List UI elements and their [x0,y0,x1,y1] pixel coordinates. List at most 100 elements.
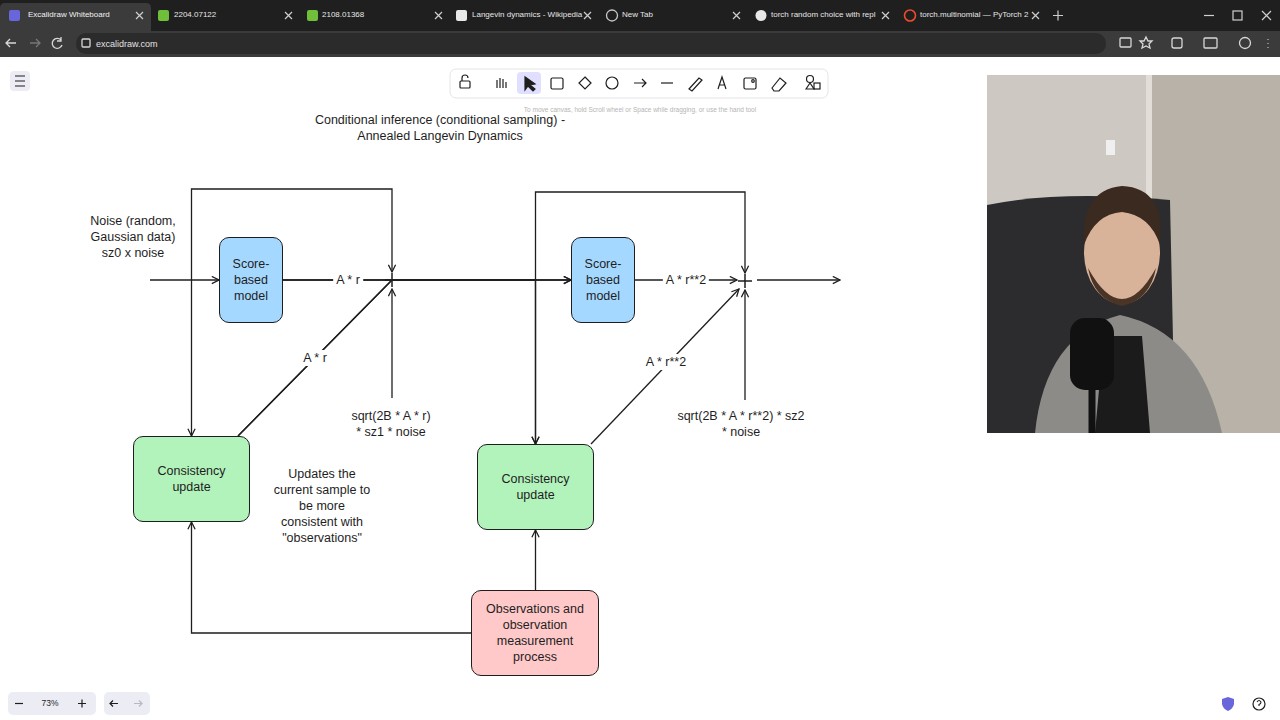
browser-chrome [1233,11,1242,20]
noise-term: sqrt(2B * A * r) * sz1 * noise [348,408,434,440]
browser-chrome [6,37,1268,49]
editor-toolbar [497,78,506,88]
box-label: Consistency update [486,471,585,503]
editor-toolbar [606,77,618,89]
scale-factor: A * r [300,350,330,366]
zoom-controls [78,700,86,708]
editor-toolbar [460,81,470,88]
browser-chrome [9,10,20,21]
corner-icons [1253,698,1265,710]
browser-tab-title: torch.multinomial — PyTorch 2 [920,10,1028,20]
update-box: Consistency update [477,444,594,530]
browser-chrome [882,12,889,19]
browser-chrome [607,10,618,21]
browser-chrome [756,10,767,21]
zoom-controls [15,703,23,704]
box-label: Observations and observation measurement… [480,601,590,665]
editor-toolbar [806,83,814,89]
browser-chrome [1053,11,1063,21]
model-box: Score-based model [571,237,635,323]
signal-wire [536,192,746,280]
editor-toolbar [460,75,820,91]
browser-chrome [285,12,292,19]
browser-chrome [136,11,1271,21]
browser-chrome [456,10,467,21]
browser-chrome [82,39,90,47]
browser-chrome [1120,38,1131,47]
browser-chrome [1032,12,1039,19]
editor-toolbar [752,80,755,83]
browser-chrome [435,12,442,19]
editor-toolbar [462,75,468,81]
signal-wire [191,280,192,436]
connector [283,280,536,444]
editor-toolbar [525,77,535,91]
browser-chrome [136,12,143,19]
signal-wire [744,290,745,400]
browser-chrome [307,10,318,21]
zoom-controls [110,701,118,707]
editor-toolbar [661,82,673,83]
browser-chrome [0,0,1280,57]
box-label: Consistency update [142,463,241,495]
editor-toolbar [744,78,756,89]
annotation: Updates the current sample to be more co… [272,466,372,546]
webcam-feed [1084,186,1161,245]
webcam-feed [1088,268,1156,306]
browser-tab-title: torch random choice with repl [771,10,876,20]
observation-box: Observations and observation measurement… [471,590,599,676]
corner-icons [1257,701,1261,707]
canvas-hint: To move canvas, hold Scroll wheel or Spa… [524,106,756,114]
box-label: Score-based model [223,256,279,304]
browser-chrome [1172,38,1182,48]
editor-toolbar [10,71,30,91]
input-note: Noise (random, Gaussian data) sz0 x nois… [83,213,183,261]
browser-chrome [1240,38,1251,49]
webcam-feed [987,75,1280,433]
model-box: Score-based model [219,237,283,323]
browser-chrome [30,39,40,47]
editor-toolbar [814,83,820,89]
corner-icons [1222,697,1265,711]
diagram-title: Conditional inference (conditional sampl… [299,112,581,144]
address-url: excalidraw.com [96,38,158,50]
browser-chrome [1204,15,1214,16]
browser-chrome [158,10,169,21]
browser-tab-title: Langevin dynamics - Wikipedia [472,10,582,20]
browser-tab-title: 2108.01368 [322,10,364,20]
scale-factor: A * r**2 [643,354,689,370]
signal-wire [391,289,392,398]
zoom-controls [15,700,142,708]
editor-toolbar [450,69,828,98]
browser-chrome [0,0,1280,31]
editor-toolbar [772,78,786,91]
webcam-feed [1106,140,1115,155]
editor-toolbar [718,77,726,89]
box-label: Score-based model [575,256,631,304]
update-box: Consistency update [133,436,250,522]
editor-toolbar [634,79,646,87]
noise-term: sqrt(2B * A * r**2) * sz2 * noise [675,408,807,440]
signal-wire [757,279,840,280]
browser-chrome [1262,11,1271,20]
webcam-feed [987,75,1280,433]
zoom-controls [8,692,150,715]
signal-wire [150,189,840,444]
browser-tab-title: Excalidraw Whiteboard [28,10,110,20]
webcam-feed [1035,315,1222,433]
browser-chrome [52,37,62,48]
connector [535,530,536,590]
corner-icons [1222,697,1234,711]
editor-toolbar [517,72,541,94]
zoom-controls [134,701,142,707]
editor-toolbar [579,77,591,89]
browser-chrome [733,12,740,19]
zoom-level: 73% [41,698,58,709]
browser-chrome [1267,39,1269,48]
editor-toolbar [15,76,25,86]
editor-toolbar [551,78,563,89]
signal-wire [150,279,219,280]
browser-tab-title: 2204.07122 [174,10,216,20]
browser-chrome [76,33,1106,54]
zoom-controls [8,692,96,715]
